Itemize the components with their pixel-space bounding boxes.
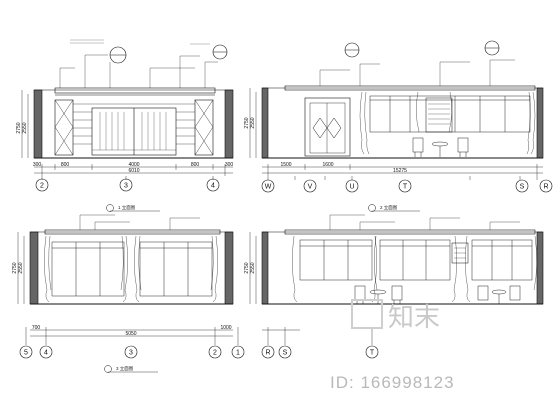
window-band <box>369 95 531 133</box>
left-door-panel <box>54 99 74 156</box>
chairs-and-table <box>354 285 521 304</box>
grid-label: 3 <box>129 350 133 357</box>
grid-label: T <box>403 184 408 191</box>
elevation-caption: 2 立面图 <box>380 204 398 211</box>
dim-label: 4000 <box>128 162 139 168</box>
height-inner-label: 2550 <box>250 117 256 128</box>
elevation-4-labels: 2750 2550 <box>244 262 256 273</box>
grid-label: 3 <box>124 183 128 190</box>
height-inner-label: 2550 <box>250 262 256 273</box>
grid-label: S <box>283 350 288 357</box>
left-wall <box>33 89 43 159</box>
left-wall <box>29 231 39 305</box>
elevation-1-labels: 2750 2550 300 800 4000 800 300 6010 <box>16 122 233 174</box>
left-wall <box>261 87 269 159</box>
window-band <box>51 241 213 297</box>
dim-label: 300 <box>225 162 234 168</box>
curtains <box>44 235 218 303</box>
grid-label: 4 <box>211 183 215 190</box>
right-door-panel <box>194 99 214 156</box>
grid-label: R <box>543 184 548 191</box>
dim-label: 800 <box>191 162 200 168</box>
grid-label: T <box>370 350 375 357</box>
elevation-2-labels: 2750 2550 1500 1600 15275 <box>244 117 407 174</box>
dim-label: 1500 <box>280 162 291 168</box>
height-outer-label: 2750 <box>16 122 22 133</box>
height-outer-label: 2750 <box>12 262 18 273</box>
watermark-logo: 知末 <box>388 303 440 333</box>
dim-label: 1000 <box>220 325 231 331</box>
window-band <box>299 239 533 281</box>
grid-label: 2 <box>213 350 217 357</box>
height-outer-label: 2750 <box>244 262 250 273</box>
left-wall <box>261 231 269 305</box>
elevation-3-labels: 2750 2550 700 1000 5050 <box>12 262 232 337</box>
height-inner-label: 2550 <box>18 262 24 273</box>
grid-label: W <box>265 184 272 191</box>
grid-label: 1 <box>236 350 240 357</box>
grid-label: V <box>308 184 313 191</box>
elevation-2 <box>249 40 544 180</box>
chairs-and-table <box>412 137 469 157</box>
height-inner-label: 2550 <box>22 122 28 133</box>
grid-label: R <box>265 350 270 357</box>
double-door <box>304 97 351 157</box>
dim-label: 300 <box>33 162 42 168</box>
elevation-caption: 1 立面图 <box>118 204 136 211</box>
grid-bubbles <box>19 178 553 359</box>
elevation-1 <box>21 39 234 180</box>
right-wall <box>224 89 234 159</box>
grid-label: 5 <box>24 350 28 357</box>
right-wall <box>536 231 544 305</box>
grid-labels: 2 3 4 W V U T S R 5 4 3 2 1 R S T <box>24 183 548 357</box>
grid-label: U <box>349 184 354 191</box>
elevation-3 <box>17 214 239 345</box>
overall-width-label: 6010 <box>128 168 139 174</box>
right-wall <box>536 87 544 159</box>
overall-width-label: 15275 <box>393 168 407 174</box>
elevation-caption: 3 立面图 <box>116 365 134 372</box>
watermark-id: ID: 166998123 <box>330 373 455 392</box>
grid-label: S <box>520 184 525 191</box>
curtains <box>359 91 536 155</box>
captions: 1 立面图 2 立面图 3 立面图 <box>104 204 420 373</box>
dim-label: 700 <box>32 325 41 331</box>
right-wall <box>224 231 234 305</box>
dim-label: 800 <box>61 162 70 168</box>
dim-label: 1600 <box>322 162 333 168</box>
grid-label: 4 <box>44 350 48 357</box>
elevation-4 <box>249 214 544 345</box>
height-outer-label: 2750 <box>244 117 250 128</box>
watermark: 知末 ID: 166998123 <box>330 299 455 392</box>
grid-label: 2 <box>40 183 44 190</box>
overall-width-label: 5050 <box>125 331 136 337</box>
